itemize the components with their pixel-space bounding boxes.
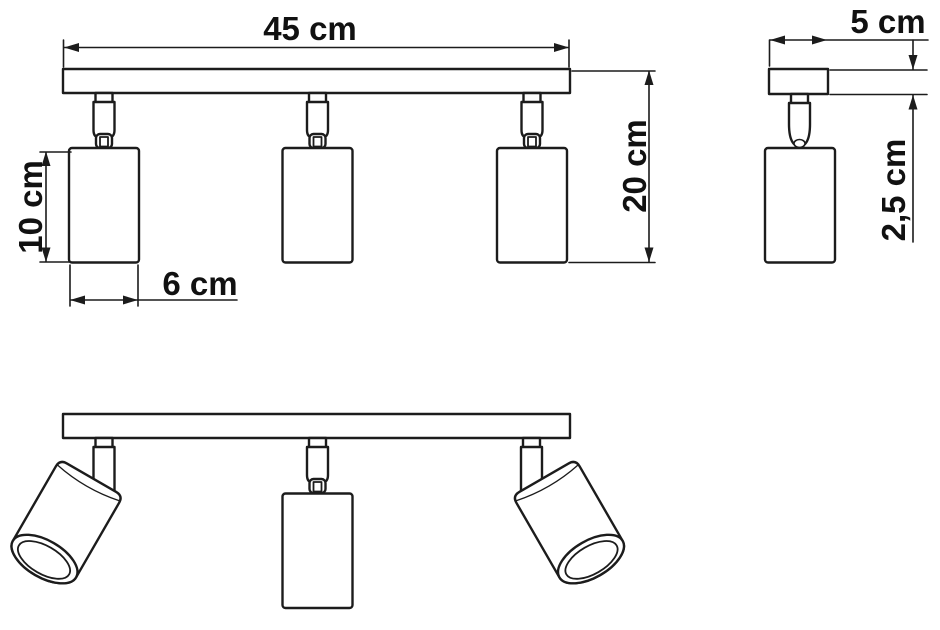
arrow-up-10cm bbox=[41, 151, 51, 166]
spot-front-middle bbox=[281, 146, 354, 264]
arrow-down-2-5cm bbox=[908, 55, 918, 70]
dim-label-base-thickness: 2,5 cm bbox=[875, 139, 912, 242]
arrow-up-20cm bbox=[644, 70, 654, 85]
dimension-lines-5cm bbox=[768, 39, 929, 67]
ceiling-bar-front bbox=[61, 67, 572, 95]
arrow-down-20cm bbox=[644, 247, 654, 262]
dimension-bar-length: 45 cm bbox=[62, 10, 570, 68]
dim-label-spot-height: 10 cm bbox=[12, 160, 49, 254]
ceiling-plate-side bbox=[767, 67, 830, 96]
arrow-right-5cm bbox=[812, 35, 827, 45]
ceiling-bar-bottom bbox=[61, 412, 572, 440]
arrow-up-2-5cm bbox=[908, 95, 918, 110]
dimension-lines-6cm bbox=[69, 264, 238, 307]
arrow-left-6cm bbox=[70, 295, 85, 305]
assembly-bottom-right bbox=[511, 436, 634, 595]
dimension-spot-height: 10 cm bbox=[12, 151, 72, 263]
front-view bbox=[61, 67, 572, 264]
stem-front-left bbox=[92, 91, 116, 150]
stem-front-middle bbox=[305, 91, 330, 150]
dimension-lines-20cm bbox=[568, 70, 656, 264]
side-view bbox=[763, 67, 837, 264]
arrow-right-6cm bbox=[123, 295, 138, 305]
dimension-fixture-height: 20 cm bbox=[568, 70, 656, 264]
stem-side bbox=[787, 92, 812, 149]
dim-label-spot-diameter: 6 cm bbox=[162, 265, 237, 302]
spot-bottom-middle bbox=[281, 492, 354, 610]
spot-front-right bbox=[495, 146, 569, 264]
arrow-down-10cm bbox=[41, 247, 51, 262]
dim-label-fixture-height: 20 cm bbox=[616, 119, 653, 213]
stem-front-right bbox=[520, 91, 544, 150]
assembly-bottom-left bbox=[2, 436, 125, 595]
arrow-left-45cm bbox=[64, 43, 79, 52]
arrow-right-45cm bbox=[554, 43, 569, 52]
arrow-left-5cm bbox=[770, 35, 785, 45]
dimension-spot-diameter: 6 cm bbox=[69, 264, 238, 307]
dimension-lines-45cm bbox=[62, 39, 570, 68]
dimension-base-width: 5 cm bbox=[768, 3, 929, 67]
dimension-base-thickness: 2,5 cm bbox=[829, 39, 928, 243]
spot-front-left bbox=[67, 146, 141, 264]
dim-label-base-width: 5 cm bbox=[850, 3, 925, 40]
dimension-lines-2-5cm bbox=[829, 39, 928, 243]
stem-bottom-middle bbox=[305, 436, 330, 495]
dimension-lines-10cm bbox=[39, 151, 72, 263]
bottom-view bbox=[2, 412, 634, 610]
spot-side bbox=[763, 146, 837, 264]
dim-label-bar-length: 45 cm bbox=[263, 10, 357, 47]
